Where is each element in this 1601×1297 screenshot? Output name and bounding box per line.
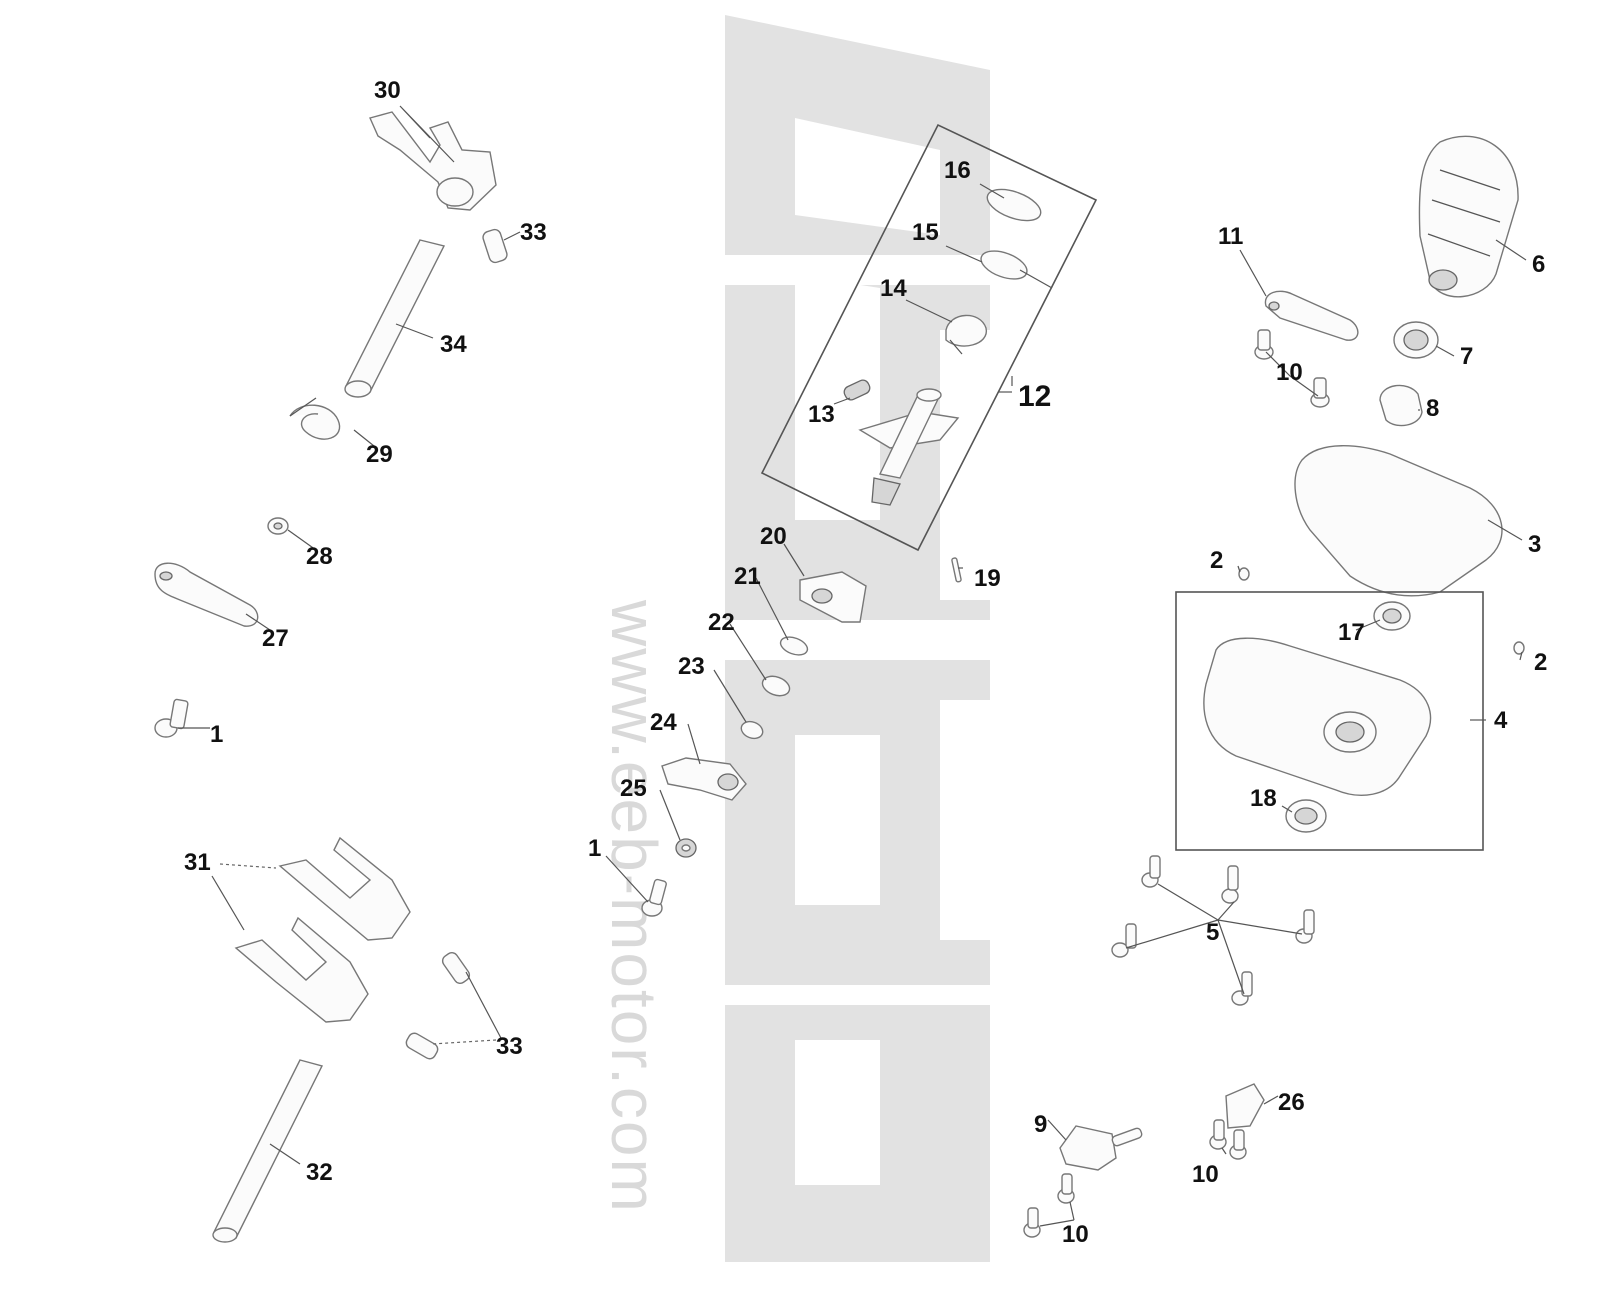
callout-20: 20 (760, 523, 787, 550)
part-8-cap (1379, 384, 1423, 427)
part-14-retainer (945, 314, 987, 355)
callout-24: 24 (650, 709, 677, 736)
callout-2: 2 (1534, 649, 1547, 676)
part-10-bolts-upper (1254, 329, 1330, 408)
callout-32: 32 (306, 1159, 333, 1186)
part-24-arm (661, 757, 747, 801)
callout-23: 23 (678, 653, 705, 680)
callout-12: 12 (1018, 380, 1051, 413)
part-26-bracket (1225, 1083, 1265, 1129)
part-33-bushings-lower (405, 951, 471, 1060)
callout-10: 10 (1062, 1221, 1089, 1248)
part-4-cover (1203, 637, 1432, 796)
callout-30: 30 (374, 77, 401, 104)
part-28-washer (267, 517, 289, 535)
part-31-shift-forks-pair (234, 836, 411, 1023)
callout-5: 5 (1206, 919, 1219, 946)
leader-lines (178, 105, 1527, 1227)
callout-33: 33 (520, 219, 547, 246)
callout-6: 6 (1532, 251, 1545, 278)
callout-26: 26 (1278, 1089, 1305, 1116)
part-3-gasket (1294, 445, 1503, 597)
part-19-pin (951, 557, 962, 583)
part-17-seal (1373, 601, 1411, 631)
part-16-washer (986, 188, 1042, 222)
part-20-shift-guide (799, 571, 867, 623)
group-4-frame (1175, 591, 1484, 851)
part-32-shift-rod-lower (212, 1059, 324, 1243)
callout-8: 8 (1426, 395, 1439, 422)
callout-4: 4 (1494, 707, 1508, 734)
part-11-detent-lever (1264, 290, 1359, 341)
callout-3: 3 (1528, 531, 1541, 558)
callout-1: 1 (588, 835, 601, 862)
part-12-shift-shaft (858, 388, 960, 506)
part-7-bearing (1393, 321, 1439, 359)
callout-11: 11 (1218, 223, 1243, 250)
group-12-frame (760, 123, 1098, 552)
part-30-shift-fork (369, 111, 497, 211)
callout-33: 33 (496, 1033, 523, 1060)
part-27-lever (154, 562, 259, 627)
part-1-bolt-centre (641, 878, 667, 917)
part-29-spring (289, 397, 341, 440)
callout-19: 19 (974, 565, 1001, 592)
callout-14: 14 (880, 275, 907, 302)
part-5-bolts (1111, 855, 1315, 1006)
part-15-circlip (980, 250, 1053, 289)
part-23-ring (740, 720, 764, 740)
callout-2: 2 (1210, 547, 1223, 574)
callout-9: 9 (1034, 1111, 1047, 1138)
callout-1: 1 (210, 721, 223, 748)
part-34-shift-rod (344, 239, 446, 398)
callout-34: 34 (440, 331, 467, 358)
callout-22: 22 (708, 609, 735, 636)
callout-29: 29 (366, 441, 393, 468)
part-1-bolt-left (154, 698, 189, 738)
part-22-ring (761, 675, 791, 697)
callout-10: 10 (1276, 359, 1303, 386)
callout-17: 17 (1338, 619, 1365, 646)
part-13-spring (843, 379, 871, 401)
callout-28: 28 (306, 543, 333, 570)
part-21-ring (779, 636, 809, 656)
part-6-shift-drum (1418, 135, 1519, 298)
part-18-seal (1285, 799, 1327, 833)
callout-21: 21 (734, 563, 761, 590)
callout-15: 15 (912, 219, 939, 246)
part-2-pins (1238, 567, 1525, 655)
part-9-sensor (1059, 1125, 1143, 1171)
part-33-bushing-top (482, 228, 508, 264)
callout-18: 18 (1250, 785, 1277, 812)
part-25-nut (675, 838, 697, 858)
callout-10: 10 (1192, 1161, 1219, 1188)
callout-labels: 30 33 34 29 28 27 1 31 33 32 16 15 14 12… (184, 77, 1547, 1248)
callout-7: 7 (1460, 343, 1473, 370)
callout-31: 31 (184, 849, 211, 876)
callout-25: 25 (620, 775, 647, 802)
callout-16: 16 (944, 157, 971, 184)
part-10-bolts-lower (1023, 1119, 1247, 1238)
callout-27: 27 (262, 625, 289, 652)
callout-13: 13 (808, 401, 835, 428)
